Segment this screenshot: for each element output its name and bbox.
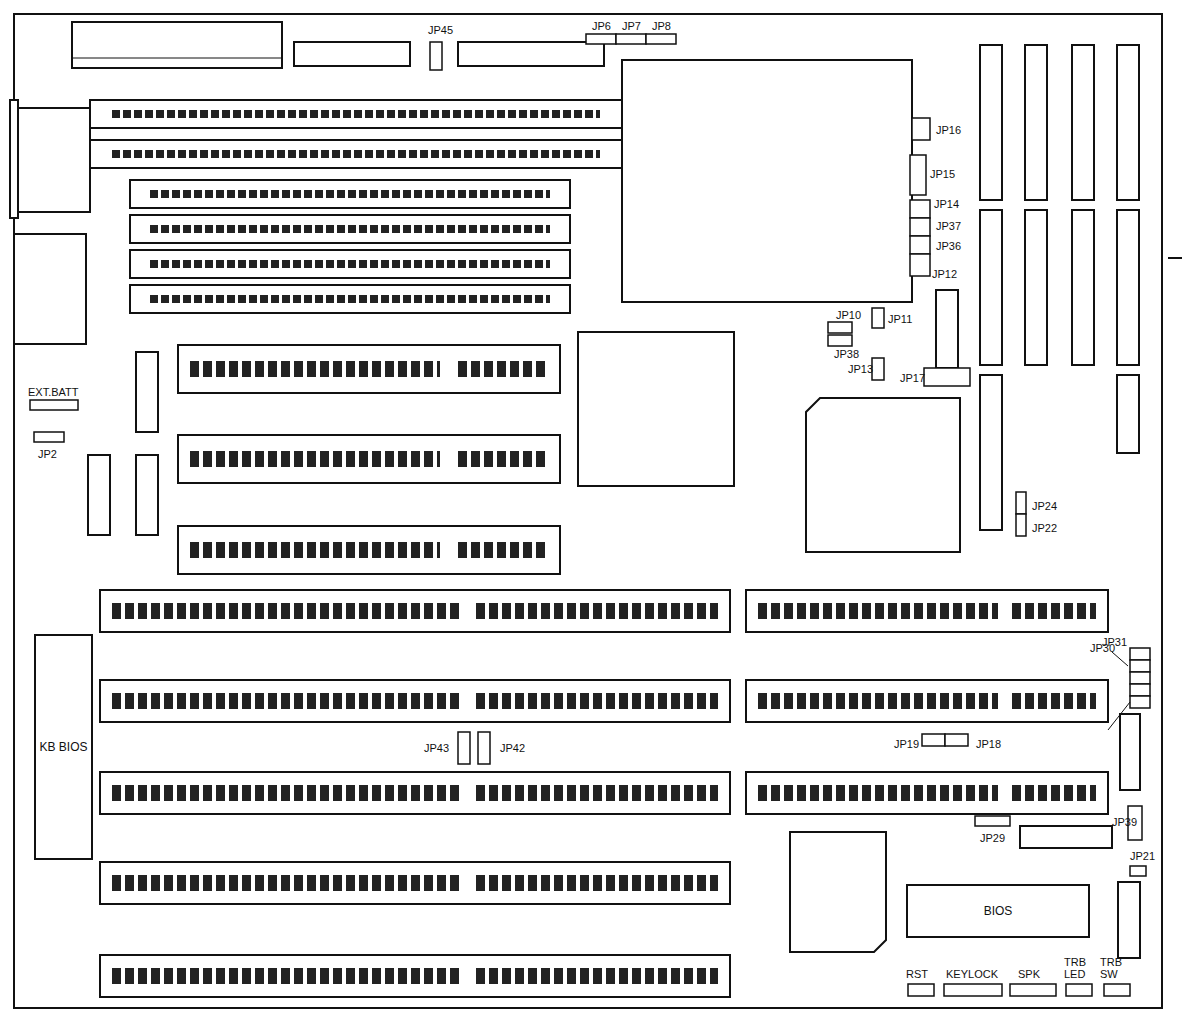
jumper-label: JP12 <box>932 268 957 280</box>
jumper-label: JP13 <box>848 363 873 375</box>
jumper-label: JP6 <box>592 20 611 32</box>
jumper-label: JP36 <box>936 240 961 252</box>
jumper-label: JP7 <box>622 20 641 32</box>
jumper-label: JP16 <box>936 124 961 136</box>
jumper-label: JP24 <box>1032 500 1057 512</box>
chip-label: KB BIOS <box>39 740 87 754</box>
jumper-label: JP43 <box>424 742 449 754</box>
jumper-label: JP2 <box>38 448 57 460</box>
jumper-label: JP38 <box>834 348 859 360</box>
jumper-label: JP14 <box>934 198 959 210</box>
jumper-label: JP10 <box>836 309 861 321</box>
jumper-label: EXT.BATT <box>28 386 79 398</box>
jumper-label: JP15 <box>930 168 955 180</box>
jumper-label: JP19 <box>894 738 919 750</box>
chip-box: KB BIOS <box>34 634 93 860</box>
jumper-label: JP30 <box>1090 642 1115 654</box>
jumper-label: JP42 <box>500 742 525 754</box>
jumper-label: JP37 <box>936 220 961 232</box>
jumper-label: SPK <box>1018 968 1040 980</box>
jumper-label: JP39 <box>1112 816 1137 828</box>
jumper-label: TRB SW <box>1100 956 1130 980</box>
jumper-label: JP22 <box>1032 522 1057 534</box>
jumper-label: TRB LED <box>1064 956 1094 980</box>
jumper-label: JP29 <box>980 832 1005 844</box>
jumper-label: JP8 <box>652 20 671 32</box>
jumper-label: JP45 <box>428 24 453 36</box>
jumper-label: JP11 <box>888 313 912 325</box>
chip-box: BIOS <box>906 884 1090 938</box>
jumper-label: JP21 <box>1130 850 1155 862</box>
chip-label: BIOS <box>984 904 1013 918</box>
jumper-label: RST <box>906 968 928 980</box>
jumper-label: JP17 <box>900 372 925 384</box>
jumper-label: JP18 <box>976 738 1001 750</box>
jumper-label: KEYLOCK <box>946 968 998 980</box>
